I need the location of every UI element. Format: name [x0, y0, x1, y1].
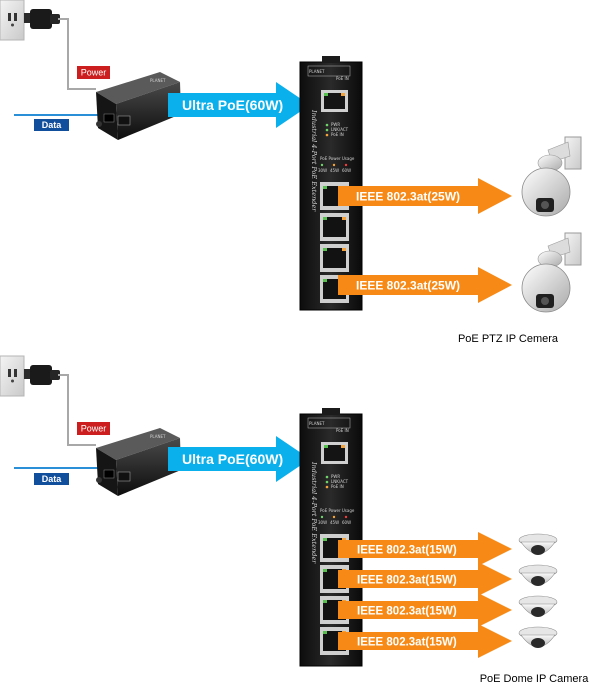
ieee-arrow-2: IEEE 802.3at(25W)	[338, 267, 512, 303]
extender-vertical-text: Industrial 4-Port PoE Extender	[310, 461, 318, 564]
ieee-arrow-2: IEEE 802.3at(15W)	[338, 562, 512, 596]
extender-brand-top: PLANET	[309, 69, 325, 74]
led-label-1: PWR	[331, 122, 340, 127]
led-label-1: PWR	[331, 474, 340, 479]
poe-extender-device: PLANET PoE IN PWR LNK/ACT PoE IN PoE Pow…	[299, 408, 363, 667]
power-plug-icon	[24, 9, 60, 29]
poe-injector-icon: PLANET	[96, 72, 181, 140]
power-plug-icon	[24, 365, 60, 385]
data-label: Data	[34, 473, 69, 485]
extender-vertical-text: Industrial 4-Port PoE Extender	[310, 109, 318, 212]
ieee-arrow-4: IEEE 802.3at(15W)	[338, 624, 512, 658]
dome-deployment-panel: Power Data PLANET Ultra PoE(60W) PLANET …	[0, 355, 590, 685]
ieee-arrow-3: IEEE 802.3at(15W)	[338, 593, 512, 627]
ultra-poe-arrow: Ultra PoE(60W)	[168, 436, 310, 482]
power-label-text: Power	[81, 68, 107, 78]
top-port-tag: PoE IN	[336, 76, 349, 81]
data-label-text: Data	[42, 120, 63, 130]
ieee-label-1: IEEE 802.3at(15W)	[357, 545, 457, 557]
power-label: Power	[77, 422, 110, 435]
power-label: Power	[77, 66, 110, 79]
usage-scale-1: 30W	[318, 168, 327, 173]
extender-brand-top: PLANET	[309, 421, 325, 426]
usage-scale-2: 45W	[330, 520, 339, 525]
wall-outlet-icon	[0, 0, 25, 41]
data-label: Data	[34, 119, 69, 131]
led-label-3: PoE IN	[331, 484, 344, 489]
usage-scale-1: 30W	[318, 520, 327, 525]
data-label-text: Data	[42, 474, 63, 484]
usage-scale-3: 60W	[342, 520, 351, 525]
ieee-label-2: IEEE 802.3at(15W)	[357, 575, 457, 587]
dome-camera-icon	[518, 626, 558, 648]
camera-caption-ptz: PoE PTZ IP Cemera	[458, 333, 559, 345]
ultra-poe-label: Ultra PoE(60W)	[182, 451, 283, 467]
usage-label: PoE Power Usage	[320, 508, 355, 513]
top-port-tag: PoE IN	[336, 428, 349, 433]
dome-camera-icon	[518, 595, 558, 617]
injector-brand: PLANET	[150, 78, 166, 83]
power-label-text: Power	[81, 424, 107, 434]
usage-label: PoE Power Usage	[320, 156, 355, 161]
ptz-camera-icon	[521, 136, 582, 217]
camera-caption-dome: PoE Dome IP Camera	[480, 673, 590, 685]
ptz-deployment-panel: Power Data PLANET Ultra PoE(60W)	[0, 0, 582, 345]
ieee-arrow-1: IEEE 802.3at(25W)	[338, 178, 512, 214]
led-label-2: LNK/ACT	[331, 127, 349, 132]
ieee-label-2: IEEE 802.3at(25W)	[356, 279, 460, 293]
power-cable	[58, 18, 96, 90]
ptz-camera-icon	[521, 232, 582, 313]
ultra-poe-arrow: Ultra PoE(60W)	[168, 82, 310, 128]
ieee-arrow-1: IEEE 802.3at(15W)	[338, 532, 512, 566]
dome-camera-icon	[518, 533, 558, 555]
wall-outlet-icon	[0, 355, 25, 397]
ieee-label-1: IEEE 802.3at(25W)	[356, 190, 460, 204]
led-label-2: LNK/ACT	[331, 479, 349, 484]
dome-camera-icon	[518, 564, 558, 586]
poe-extender-device: PLANET PoE IN PWR LNK/ACT PoE IN PoE Pow…	[299, 56, 363, 311]
led-label-3: PoE IN	[331, 132, 344, 137]
ultra-poe-label: Ultra PoE(60W)	[182, 97, 283, 113]
poe-injector-icon: PLANET	[96, 428, 181, 496]
usage-scale-3: 60W	[342, 168, 351, 173]
power-cable	[58, 374, 96, 446]
injector-brand: PLANET	[150, 434, 166, 439]
usage-scale-2: 45W	[330, 168, 339, 173]
ieee-label-3: IEEE 802.3at(15W)	[357, 606, 457, 618]
ieee-label-4: IEEE 802.3at(15W)	[357, 637, 457, 649]
